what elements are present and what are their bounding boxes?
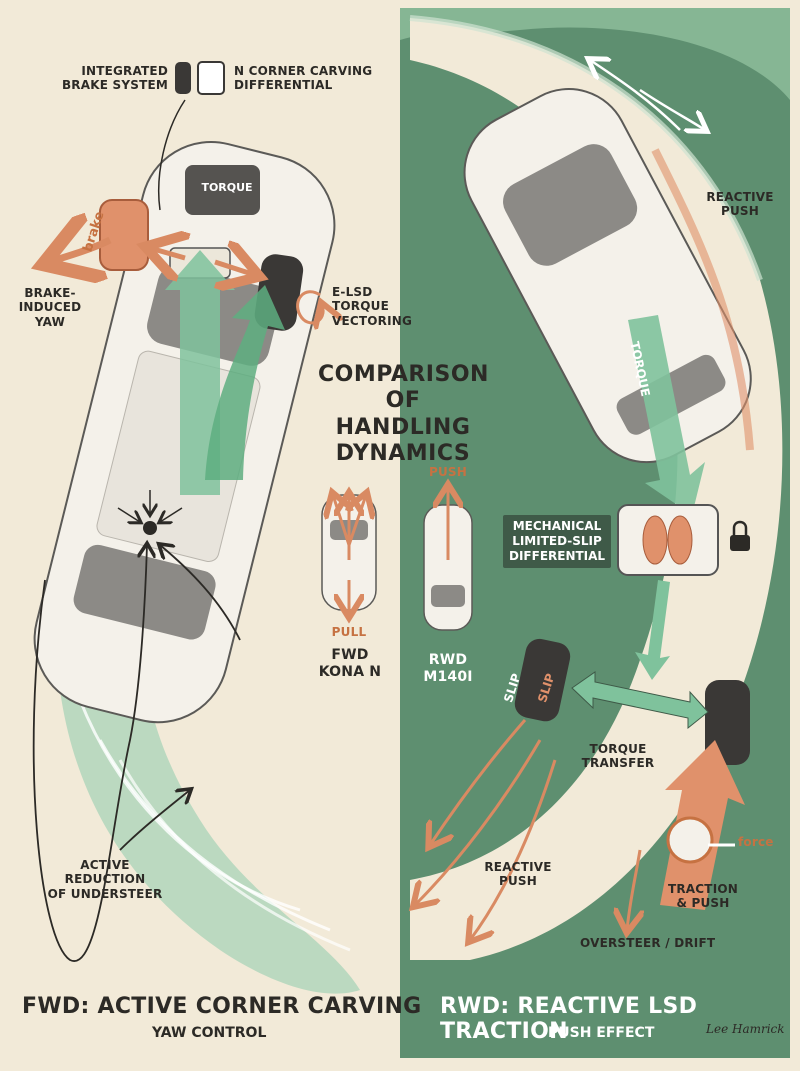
carving-diff-icon	[197, 61, 225, 95]
elsd-line-2: TORQUE	[332, 299, 389, 314]
brake-yaw-line-1: BRAKE-	[24, 286, 76, 300]
fwd-brake-yaw-arrow	[50, 240, 112, 262]
brake-yaw-line-3: YAW	[34, 314, 66, 329]
fwd-understeer-pointer	[119, 790, 190, 851]
fwd-car-line-1: FWD	[331, 647, 369, 663]
oversteer-label: OVERSTEER / DRIFT	[580, 936, 716, 950]
reactive-push-top-label: REACTIVE PUSH	[700, 190, 780, 219]
carving-diff-line-1: N CORNER CARVING	[234, 64, 373, 78]
rwd-slip-wheel	[514, 638, 571, 722]
reactive-push-top-line-2: PUSH	[720, 204, 760, 219]
rwd-torque-arrow	[628, 315, 705, 515]
fwd-subtitle: YAW CONTROL	[152, 1025, 267, 1041]
integrated-brake-icon	[175, 62, 191, 94]
rwd-reactive-trail-2	[415, 739, 542, 905]
traction-push-line-2: & PUSH	[676, 896, 730, 911]
mech-lsd-line-1: MECHANICAL	[512, 519, 602, 533]
lock-shackle	[732, 520, 748, 535]
push-label: PUSH	[428, 465, 468, 479]
main-title: COMPARISON OF HANDLING DYNAMICS	[318, 362, 488, 468]
rwd-oversteer-arrow	[627, 849, 640, 930]
integrated-brake-line-2: BRAKE SYSTEM	[61, 78, 168, 93]
integrated-brake-line-1: INTEGRATED	[81, 64, 168, 78]
mech-lsd-label: MECHANICAL LIMITED-SLIP DIFFERENTIAL	[503, 515, 611, 568]
lock-icon	[730, 535, 750, 551]
fwd-yaw-ink-arrow	[32, 545, 147, 962]
torque-transfer-line-1: TORQUE	[589, 742, 647, 756]
main-title-line-3: DYNAMICS	[335, 441, 471, 467]
fwd-car-label: FWD KONA N	[310, 647, 390, 681]
fwd-left-arrow	[150, 248, 185, 258]
understeer-label: ACTIVE REDUCTION OF UNDERSTEER	[40, 858, 170, 901]
fwd-cg-arrow-2	[160, 507, 183, 522]
rwd-top-arrow	[590, 60, 681, 131]
fwd-cg-arrow-1	[117, 507, 140, 522]
elsd-line-1: E-LSD	[332, 285, 373, 299]
reactive-push-bottom-line-2: PUSH	[498, 874, 538, 889]
torque-transfer-arrow	[571, 671, 709, 730]
torque-transfer-line-2: TRANSFER	[581, 756, 655, 771]
reactive-push-bottom-label: REACTIVE PUSH	[478, 860, 558, 889]
rwd-top-arrow-2	[639, 88, 705, 130]
main-title-line-2: OF HANDLING	[335, 388, 471, 440]
reactive-push-bottom-line-1: REACTIVE	[484, 860, 552, 874]
fwd-center-of-gravity-icon	[143, 521, 157, 535]
reactive-push-top-line-1: REACTIVE	[706, 190, 774, 204]
force-label: force	[738, 835, 774, 849]
rwd-reactive-swoop	[651, 148, 754, 451]
center-rwd-mini-car	[423, 487, 473, 631]
understeer-line-2: REDUCTION	[64, 872, 146, 887]
integrated-brake-label: INTEGRATED BRAKE SYSTEM	[60, 64, 168, 93]
traction-push-label: TRACTION & PUSH	[658, 882, 748, 911]
rwd-diff-down-arrow	[635, 580, 670, 680]
rwd-car-line-2: M140i	[423, 668, 473, 685]
traction-push-line-1: TRACTION	[667, 882, 738, 896]
fwd-vectoring-arrow	[205, 285, 285, 480]
force-icon	[666, 816, 714, 864]
carving-diff-label: N CORNER CARVING DIFFERENTIAL	[234, 64, 384, 93]
rwd-title: RWD: REACTIVE LSD TRACTION	[440, 994, 698, 1044]
rwd-lsd-unit	[617, 504, 719, 576]
fwd-ink-arrow-2	[160, 545, 241, 641]
brake-yaw-label: BRAKE- INDUCED YAW	[10, 286, 90, 329]
rwd-reactive-trail-3	[470, 759, 557, 940]
elsd-label: E-LSD TORQUE VECTORING	[332, 285, 412, 328]
signature: Lee Hamrick	[706, 1022, 785, 1036]
elsd-line-3: VECTORING	[332, 313, 413, 328]
mech-lsd-line-3: DIFFERENTIAL	[509, 549, 606, 563]
fwd-right-arrow	[215, 262, 255, 275]
fwd-title: FWD: ACTIVE CORNER CARVING	[22, 994, 422, 1019]
understeer-line-3: OF UNDERSTEER	[47, 886, 163, 901]
understeer-line-1: ACTIVE	[80, 858, 130, 872]
main-title-line-1: COMPARISON	[318, 362, 489, 387]
fwd-car-line-2: KONA N	[318, 663, 382, 680]
fwd-torque-tag: TORQUE	[201, 181, 253, 194]
brake-yaw-line-2: INDUCED	[18, 300, 82, 315]
rwd-car-label: RWD M140i	[408, 652, 488, 686]
rwd-reactive-trail-1	[430, 719, 527, 845]
torque-transfer-label: TORQUE TRANSFER	[568, 742, 668, 771]
mech-lsd-line-2: LIMITED-SLIP	[512, 534, 602, 548]
pull-label: PULL	[331, 625, 367, 639]
center-fwd-mini-car	[321, 495, 377, 615]
fwd-brake-pointer	[157, 99, 186, 211]
rwd-car-line-1: RWD	[428, 652, 468, 668]
fwd-elsd-curl-icon	[296, 290, 324, 323]
carving-diff-line-2: DIFFERENTIAL	[234, 78, 333, 93]
rwd-subtitle: PUSH EFFECT	[548, 1025, 655, 1041]
